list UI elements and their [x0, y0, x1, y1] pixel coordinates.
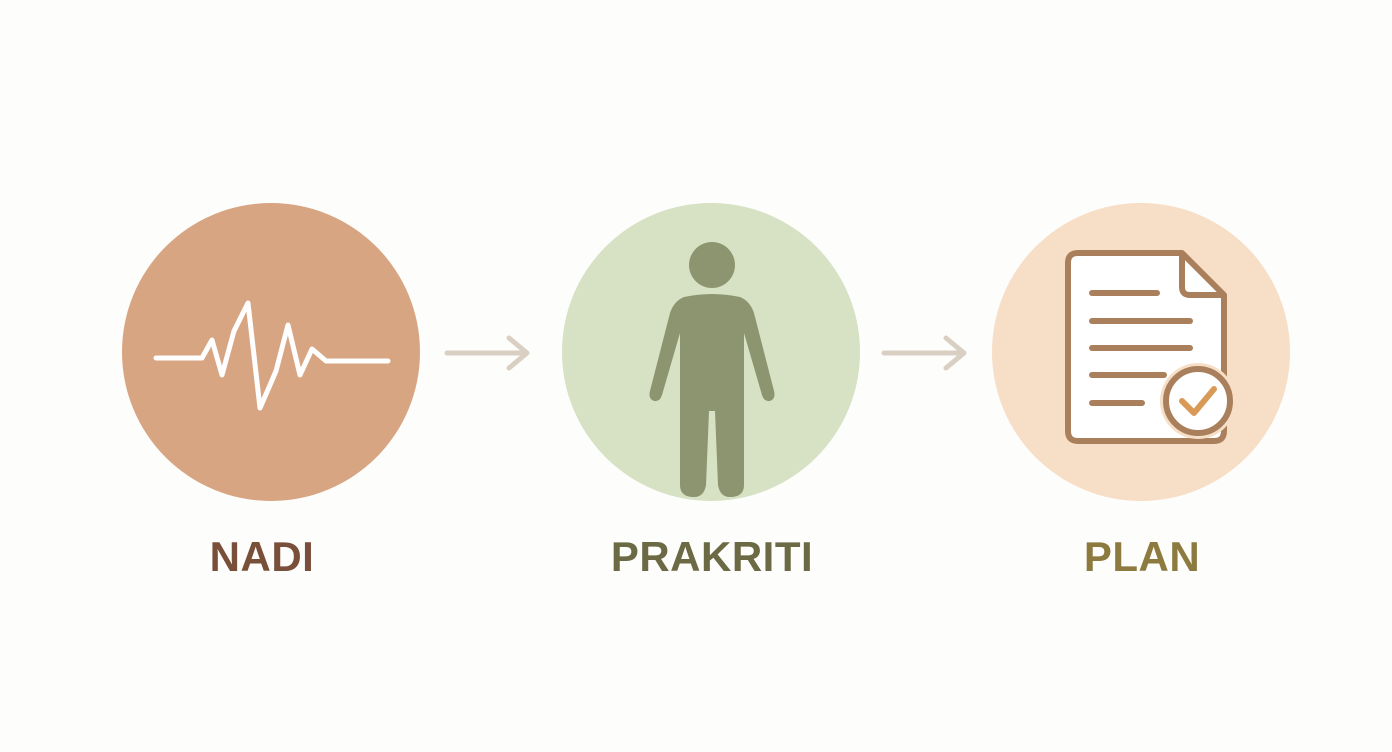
step-label: NADI: [209, 533, 315, 580]
arrow-right-icon: [881, 335, 967, 371]
step-nadi: NADI: [122, 203, 422, 603]
plan-circle: [992, 203, 1290, 501]
document-check-icon: [1065, 250, 1236, 444]
heartbeat-icon: [153, 300, 391, 411]
nadi-circle: [122, 203, 420, 501]
step-label: PRAKRITI: [610, 533, 814, 580]
step-prakriti: PRAKRITI: [562, 203, 862, 603]
step-label: PLAN: [1083, 533, 1201, 580]
person-icon: [649, 242, 775, 497]
arrow-right-icon: [444, 335, 530, 371]
prakriti-circle: [562, 203, 860, 501]
step-plan: PLAN: [992, 203, 1292, 603]
